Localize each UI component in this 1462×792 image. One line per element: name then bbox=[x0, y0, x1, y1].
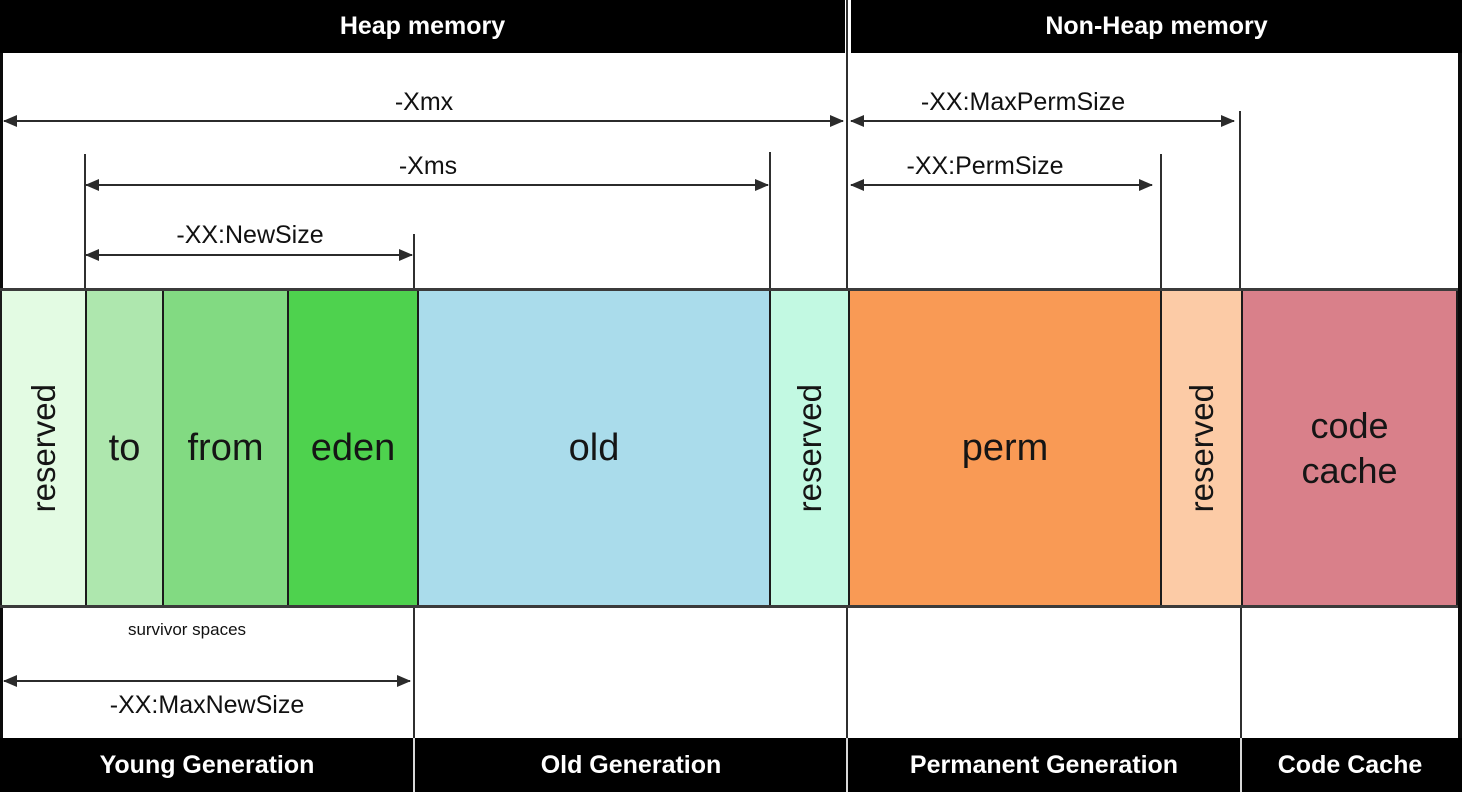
memory-blocks-row: reserved to from eden old reserved perm … bbox=[0, 288, 1458, 608]
maxpermsize-label: -XX:MaxPermSize bbox=[920, 88, 1126, 116]
right-border bbox=[1458, 53, 1462, 738]
footer-separator-young-old bbox=[413, 738, 415, 792]
permsize-label: -XX:PermSize bbox=[906, 152, 1064, 180]
block-perm-label: perm bbox=[961, 426, 1049, 469]
footer-young-generation: Young Generation bbox=[99, 751, 315, 779]
heap-memory-header: Heap memory bbox=[0, 0, 845, 53]
footer-separator-old-permanent bbox=[846, 738, 848, 792]
block-reserved-old: reserved bbox=[769, 291, 848, 605]
maxpermsize-arrow bbox=[850, 115, 1235, 127]
old-permanent-boundary-line bbox=[846, 608, 848, 738]
block-old: old bbox=[417, 291, 769, 605]
block-from-label: from bbox=[187, 426, 264, 469]
block-old-label: old bbox=[568, 426, 620, 469]
block-code-cache: code cache bbox=[1241, 291, 1458, 605]
block-eden-label: eden bbox=[310, 426, 396, 469]
permsize-end-tick bbox=[1160, 154, 1162, 289]
block-code-cache-label: code cache bbox=[1301, 405, 1398, 491]
block-to-label: to bbox=[108, 426, 141, 469]
young-old-boundary-line bbox=[413, 608, 415, 738]
block-eden: eden bbox=[287, 291, 417, 605]
block-reserved-perm: reserved bbox=[1160, 291, 1241, 605]
block-perm: perm bbox=[848, 291, 1160, 605]
non-heap-memory-header: Non-Heap memory bbox=[851, 0, 1462, 53]
block-reserved-perm-label: reserved bbox=[1182, 383, 1220, 513]
xms-label: -Xms bbox=[398, 152, 458, 180]
newsize-label: -XX:NewSize bbox=[176, 221, 324, 249]
footer-code-cache: Code Cache bbox=[1277, 751, 1423, 779]
newsize-end-tick bbox=[413, 234, 415, 289]
xms-arrow bbox=[85, 179, 769, 191]
block-reserved-young-label: reserved bbox=[24, 383, 62, 513]
survivor-spaces-label: survivor spaces bbox=[127, 620, 247, 639]
maxnewsize-arrow bbox=[3, 675, 411, 687]
xmx-arrow bbox=[3, 115, 844, 127]
footer-permanent-generation: Permanent Generation bbox=[909, 751, 1179, 779]
heap-nonheap-divider-line bbox=[846, 0, 848, 290]
newsize-arrow bbox=[85, 249, 413, 261]
xmx-label: -Xmx bbox=[394, 88, 454, 116]
maxpermsize-end-tick bbox=[1239, 111, 1241, 289]
block-from: from bbox=[162, 291, 287, 605]
permsize-arrow bbox=[850, 179, 1153, 191]
heap-memory-title: Heap memory bbox=[339, 12, 506, 40]
non-heap-memory-title: Non-Heap memory bbox=[1045, 12, 1268, 40]
xms-end-tick bbox=[769, 152, 771, 289]
footer-old-generation: Old Generation bbox=[540, 751, 722, 779]
block-reserved-young: reserved bbox=[0, 291, 85, 605]
maxnewsize-label: -XX:MaxNewSize bbox=[109, 691, 305, 719]
block-reserved-old-label: reserved bbox=[790, 383, 828, 513]
footer-bar: Young Generation Old Generation Permanen… bbox=[0, 738, 1462, 792]
footer-separator-permanent-codecache bbox=[1240, 738, 1242, 792]
xms-start-tick bbox=[84, 154, 86, 289]
permanent-codecache-boundary-line bbox=[1240, 608, 1242, 738]
block-to: to bbox=[85, 291, 162, 605]
